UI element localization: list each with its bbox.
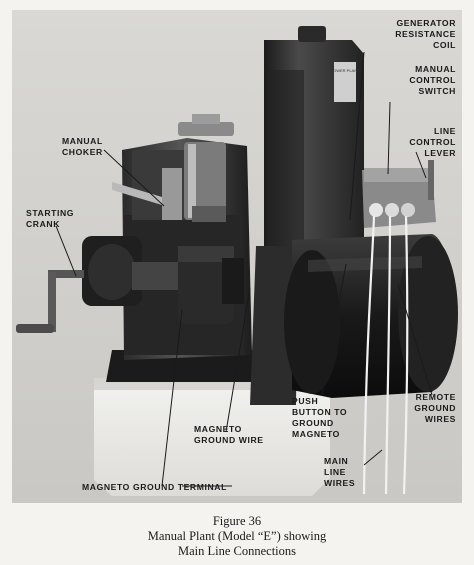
- label-generator-resistance-coil: GENERATOR RESISTANCE COIL: [395, 18, 456, 50]
- carburetor: [112, 114, 234, 222]
- fuel-tank: POWER PLANT: [264, 26, 364, 260]
- label-push-button: PUSH BUTTON TO GROUND MAGNETO: [292, 396, 348, 439]
- main-line-wires: [362, 215, 409, 495]
- plate-text: POWER PLANT: [330, 68, 360, 73]
- label-remote-ground-wires: REMOTE GROUND WIRES: [414, 392, 456, 424]
- figure-photo-frame: POWER PLANT: [12, 10, 462, 503]
- caption-line-1: Manual Plant (Model “E”) showing: [147, 529, 327, 543]
- label-manual-choker: MANUAL CHOKER: [62, 136, 103, 157]
- label-magneto-ground-terminal: MAGNETO GROUND TERMINAL: [82, 482, 227, 492]
- switch-box: [362, 160, 436, 228]
- column: [250, 246, 298, 405]
- leader-lines: [55, 51, 433, 487]
- magneto: [178, 246, 244, 324]
- engine-illustration: POWER PLANT: [12, 10, 462, 503]
- figure-number: Figure 36: [212, 514, 262, 528]
- caption-line-2: Main Line Connections: [177, 544, 297, 558]
- label-line-control-lever: LINE CONTROL LEVER: [409, 126, 456, 158]
- label-manual-control-switch: MANUAL CONTROL SWITCH: [409, 64, 456, 96]
- label-starting-crank: STARTING CRANK: [26, 208, 75, 229]
- label-magneto-ground-wire: MAGNETO GROUND WIRE: [194, 424, 264, 445]
- label-main-line-wires: MAIN LINE WIRES: [324, 456, 356, 488]
- generator-housing: [284, 234, 458, 398]
